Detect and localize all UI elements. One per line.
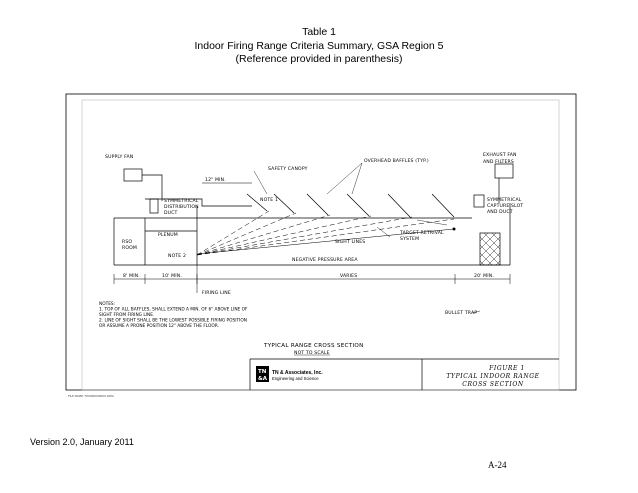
sym-cap-label-3: AND DUCT: [487, 209, 513, 215]
range-cross-section-drawing: SUPPLY FAN EXHAUST FAN AND FILTERS OVERH…: [65, 93, 577, 398]
baffle: [306, 193, 329, 216]
sheet-inner-border: [81, 99, 560, 391]
sym-dist-label-1: SYMMETRICAL: [164, 198, 199, 204]
overhead-baffles-label: OVERHEAD BAFFLES (TYP.): [364, 158, 429, 164]
firm-tagline: Engineering and Science: [272, 376, 319, 381]
exhaust-fan-label-1: EXHAUST FAN: [483, 152, 517, 158]
target-retrieval-label-2: SYSTEM: [400, 236, 419, 242]
table-title: Indoor Firing Range Criteria Summary, GS…: [194, 40, 444, 52]
note-line: SIGHT FROM FIRING LINE.: [99, 312, 154, 318]
sight-line: [196, 212, 297, 256]
firing-line-label: FIRING LINE: [202, 290, 231, 296]
file-name: FILE NAME: F00000000000.DWG: [68, 394, 114, 398]
rso-room-label-2: ROOM: [122, 245, 137, 251]
sight-lines-label: SIGHT LINES: [335, 239, 365, 245]
sight-line: [196, 218, 455, 256]
firm-logo-text-2: &A: [258, 376, 268, 382]
note-line: OR ASSUME A PRONE POSITION 12" ABOVE THE…: [99, 323, 219, 329]
sight-line: [196, 210, 270, 256]
sight-line: [196, 215, 372, 256]
baffle: [431, 193, 455, 218]
dimension-8ft-label: 8' MIN.: [123, 273, 140, 279]
dimension-20ft-label: 20' MIN.: [474, 273, 494, 279]
sym-cap-label-1: SYMMETRICAL: [487, 197, 522, 203]
target-marker: [452, 227, 456, 231]
capture-slot-duct: [473, 194, 485, 208]
firm-logo: [256, 366, 269, 382]
figure-title-2: CROSS SECTION: [462, 381, 524, 388]
negative-pressure-label: NEGATIVE PRESSURE AREA: [292, 257, 358, 263]
section-subtitle: NOT TO SCALE: [294, 350, 330, 356]
table-subtitle: (Reference provided in parenthesis): [235, 53, 403, 65]
notes-heading: NOTES:: [99, 301, 115, 307]
note-line: 2. LINE OF SIGHT SHALL BE THE LOWEST POS…: [99, 318, 247, 324]
sym-dist-label-3: DUCT: [164, 210, 178, 216]
distribution-duct: [149, 198, 159, 214]
firm-name: TN & Associates, Inc.: [272, 370, 323, 376]
baffle: [387, 193, 411, 218]
target-retrieval-label-1: TARGET RETRIVAL: [399, 230, 444, 236]
figure-title-1: TYPICAL INDOOR RANGE: [446, 373, 539, 380]
supply-fan-box: [123, 168, 143, 182]
supply-duct: [142, 174, 163, 201]
note-line: 1. TOP OF ALL BAFFLES, SHALL EXTEND A MI…: [99, 307, 248, 313]
baffle: [246, 193, 268, 212]
figure-number: FIGURE 1: [488, 365, 525, 372]
plenum-label: PLENUM: [158, 232, 178, 238]
safety-canopy: [145, 198, 252, 207]
supply-fan-label: SUPPLY FAN: [105, 154, 133, 160]
baffle: [273, 193, 295, 214]
dimension-10ft-label: 10' MIN.: [162, 273, 182, 279]
dimension-12in-label: 12" MIN.: [205, 177, 226, 183]
note-2-label: NOTE 2: [168, 253, 186, 259]
sight-line: [196, 216, 413, 256]
section-title: TYPICAL RANGE CROSS SECTION: [263, 343, 364, 349]
dimension-varies-label: VARIES: [340, 273, 357, 279]
rso-room-label-1: RSO: [122, 239, 132, 245]
firing-position-line: [196, 228, 455, 255]
sight-line: [196, 214, 331, 256]
safety-canopy-label: SAFETY CANOPY: [268, 166, 308, 172]
exhaust-fan-box: [494, 163, 514, 179]
baffle: [346, 193, 370, 217]
firm-logo-text-1: TN: [258, 369, 267, 375]
table-number: Table 1: [302, 26, 336, 38]
sym-dist-label-2: DISTRIBUTION: [164, 204, 199, 210]
version-footer: Version 2.0, January 2011: [30, 437, 134, 447]
exhaust-fan-label-2: AND FILTERS: [483, 159, 514, 165]
sym-cap-label-2: CAPTURE SLOT: [487, 203, 523, 209]
page-number: A-24: [488, 460, 507, 470]
note-1-label: NOTE 1: [260, 197, 278, 203]
bullet-trap-label: BULLET TRAP: [445, 310, 477, 316]
